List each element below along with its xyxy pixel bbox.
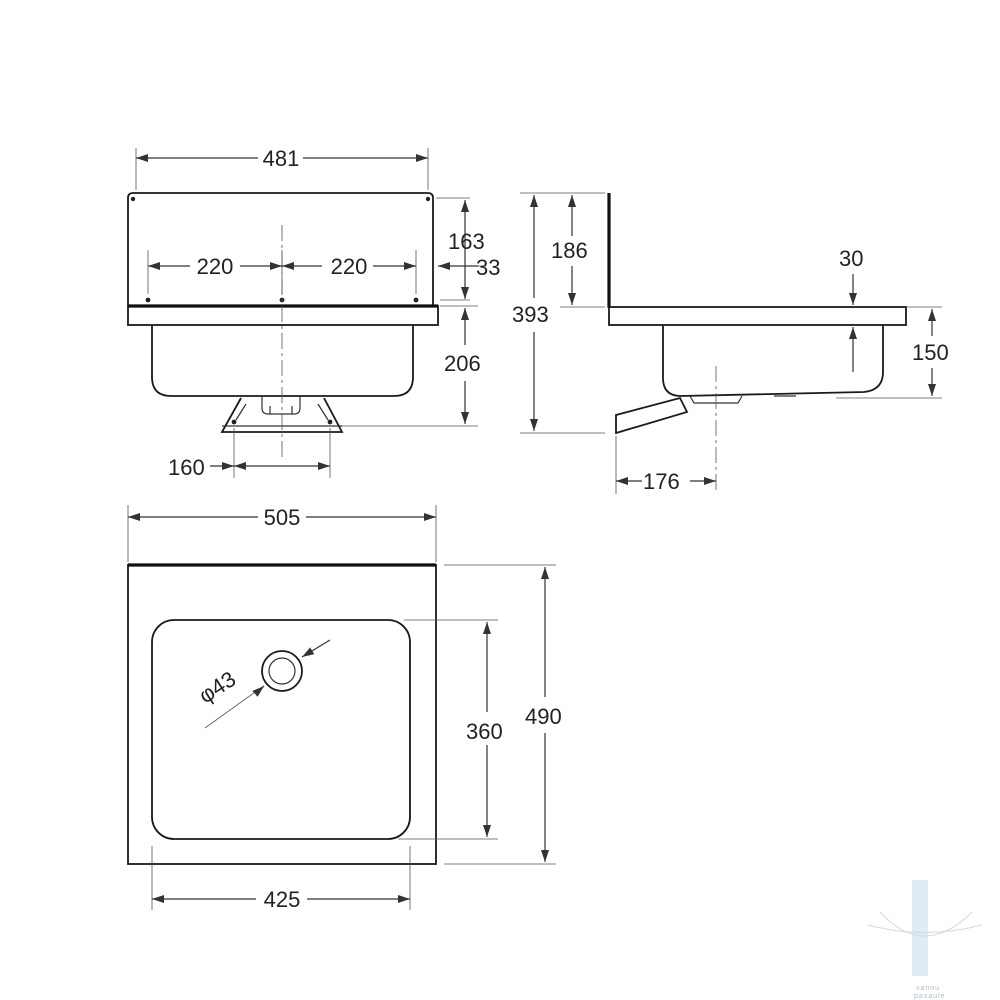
- dim-rim-thickness: 30: [839, 246, 863, 271]
- front-bracket: [220, 397, 344, 433]
- dim-side-backsplash-height: 186: [551, 238, 588, 263]
- side-bowl: [662, 325, 884, 397]
- dim-bracket-width: 160: [168, 455, 205, 480]
- side-rim: [608, 306, 907, 326]
- watermark-line1: vannu: [916, 985, 940, 992]
- dim-left-spacing: 220: [197, 254, 234, 279]
- dim-plan-depth: 490: [525, 704, 562, 729]
- dim-drain-diameter: φ43: [194, 666, 240, 708]
- dim-hole-offset: 33: [476, 255, 500, 280]
- front-view: 481 220 220 163 33 206 160: [127, 146, 500, 480]
- plan-view: φ43 505 360 490 425: [127, 505, 562, 912]
- side-bracket: [615, 396, 689, 435]
- dim-top-width: 481: [263, 146, 300, 171]
- plan-outline: [127, 564, 437, 865]
- dim-bowl-depth: 206: [444, 351, 481, 376]
- dim-plan-width: 505: [264, 505, 301, 530]
- front-backsplash: [127, 192, 434, 306]
- dim-bowl-height: 150: [912, 340, 949, 365]
- dim-overall-height: 393: [512, 302, 549, 327]
- watermark-logo: vannu pasaule: [867, 880, 983, 1000]
- dim-right-spacing: 220: [331, 254, 368, 279]
- front-rim: [127, 305, 439, 326]
- dim-backsplash-height: 163: [448, 229, 485, 254]
- front-bowl: [151, 325, 414, 397]
- side-view: 393 186 30 150 176: [512, 192, 949, 494]
- plan-drain: [261, 650, 303, 692]
- dim-bowl-width: 425: [264, 887, 301, 912]
- dim-bowl-length: 360: [466, 719, 503, 744]
- dim-drain-offset: 176: [643, 469, 680, 494]
- front-drain: [261, 396, 301, 415]
- plan-bowl: [151, 619, 411, 840]
- watermark-line2: pasaule: [914, 993, 946, 1000]
